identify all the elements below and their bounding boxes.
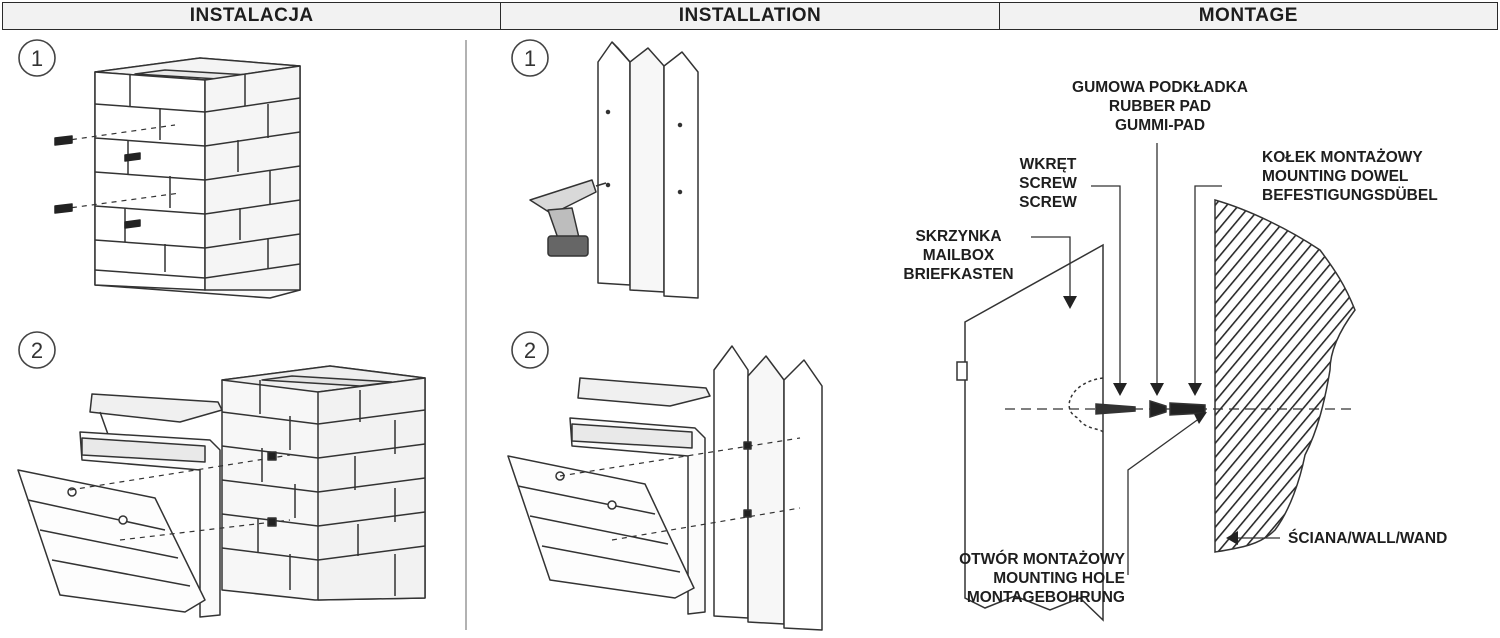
mailbox-panel [964, 243, 1104, 622]
mailbox-brick-step2 [17, 365, 426, 618]
header-instalacja: INSTALACJA [3, 3, 502, 29]
step-circle-left-1 [18, 39, 56, 77]
step-circle-left-2 [18, 331, 56, 369]
step-circle-mid-2 [511, 331, 549, 369]
leader-mounting-hole [1127, 417, 1201, 575]
label-mounting-hole: OTWÓR MONTAŻOWY MOUNTING HOLE MONTAGEBOH… [959, 551, 1125, 606]
mailbox-fence-step2 [507, 345, 823, 631]
fence-drill-step1 [529, 41, 699, 299]
step-circle-mid-1 [511, 39, 549, 77]
label-wall: ŚCIANA/WALL/WAND [1288, 530, 1448, 547]
step-circles [18, 39, 549, 369]
montage-cross-section [956, 143, 1356, 622]
leader-dowel [1194, 185, 1222, 385]
step-number-mid-2: 2 [524, 338, 536, 363]
label-screw: WKRĘT SCREW SCREW [1019, 156, 1077, 211]
header-montage: MONTAGE [1198, 5, 1298, 26]
step-number-mid-1: 1 [524, 46, 536, 71]
step-number-left-1: 1 [31, 46, 43, 71]
wall-hatch [1214, 199, 1356, 553]
leader-screw [1091, 185, 1121, 385]
header-installation: INSTALLATION [501, 3, 1000, 29]
label-mounting-dowel: KOŁEK MONTAŻOWY MOUNTING DOWEL BEFESTIGU… [1262, 149, 1438, 204]
leader-mailbox [1031, 236, 1071, 298]
label-rubber-pad: GUMOWA PODKŁADKA RUBBER PAD GUMMI-PAD [1072, 79, 1248, 134]
header-bar: INSTALACJA INSTALLATION MONTAGE [2, 2, 1498, 30]
label-mailbox: SKRZYNKA MAILBOX BRIEFKASTEN [903, 228, 1014, 283]
brick-wall-step1 [54, 57, 301, 299]
step-number-left-2: 2 [31, 338, 43, 363]
